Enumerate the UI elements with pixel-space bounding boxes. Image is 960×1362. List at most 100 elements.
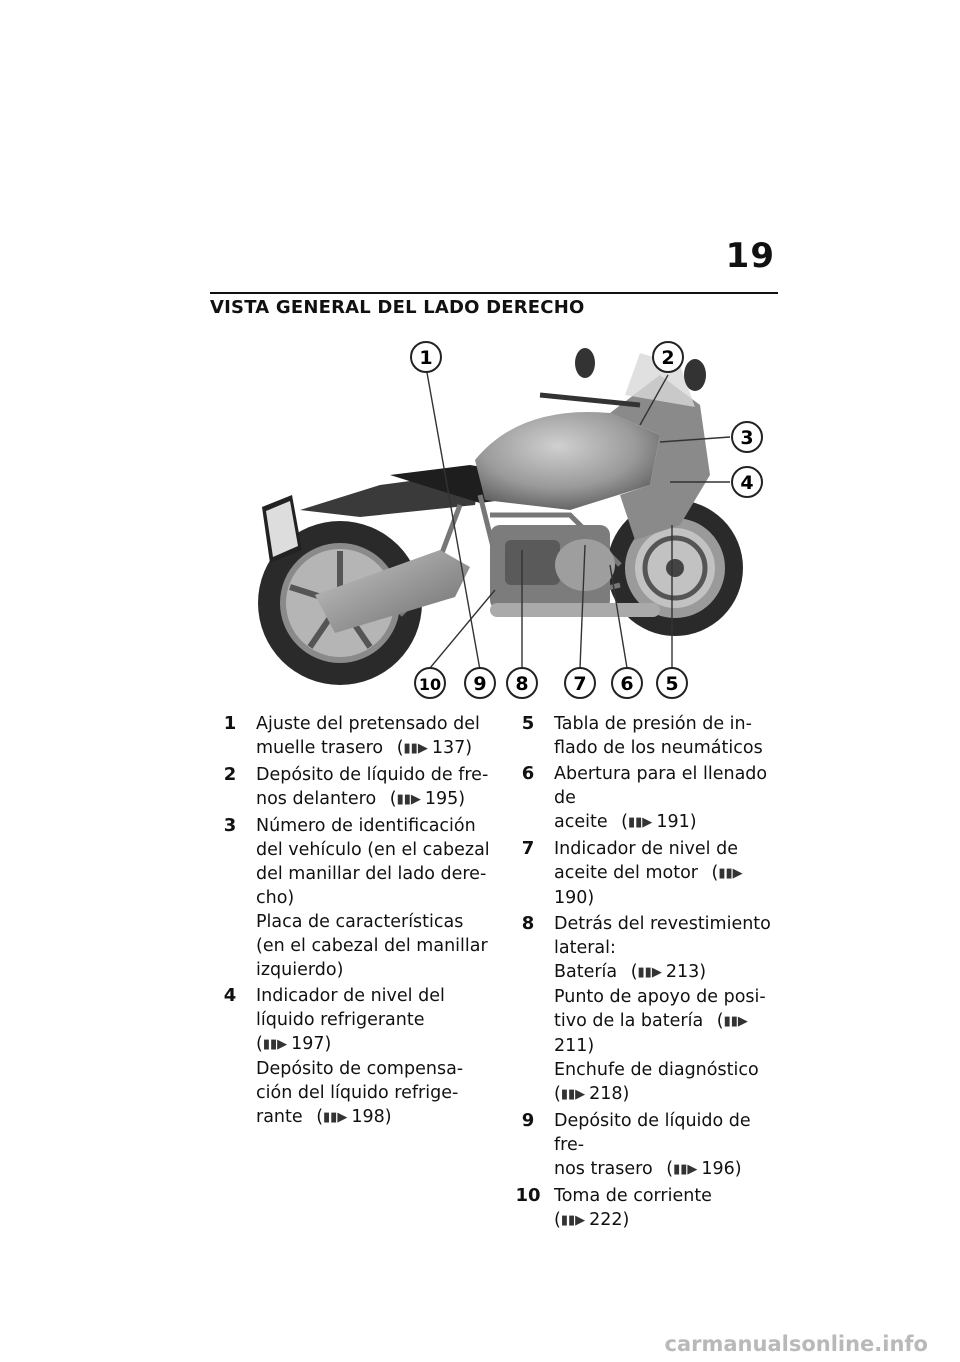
- page-reference[interactable]: 197: [291, 1034, 325, 1054]
- legend-line: cho): [256, 888, 295, 908]
- svg-text:1: 1: [419, 347, 432, 369]
- callout-4: 4: [731, 466, 763, 498]
- legend-line: Número de identificación: [256, 816, 476, 836]
- legend-line: (▮▮▶218): [554, 1082, 780, 1107]
- legend-number: 9: [521, 1110, 535, 1131]
- page-reference[interactable]: 198: [351, 1107, 385, 1127]
- legend-line: aceite (▮▮▶191): [554, 810, 780, 835]
- leader-lines: [425, 366, 731, 671]
- front-fairing: [610, 375, 710, 540]
- callout-2: 2: [652, 341, 684, 373]
- header-rule: [210, 292, 778, 294]
- legend-line: tivo de la batería (▮▮▶211): [554, 1011, 748, 1056]
- svg-text:6: 6: [620, 673, 633, 695]
- callout-10: 10: [414, 667, 446, 699]
- legend-number: 4: [223, 985, 237, 1006]
- watermark: carmanualsonline.info: [664, 1332, 928, 1356]
- page-reference[interactable]: 218: [589, 1084, 623, 1104]
- svg-text:8: 8: [515, 673, 528, 695]
- legend-line: Punto de apoyo de posi-: [554, 987, 766, 1007]
- legend-number: 1: [223, 713, 237, 734]
- legend-line: Batería (▮▮▶213): [554, 960, 780, 985]
- legend-line: Ajuste del pretensado del: [256, 714, 480, 734]
- page-reference-arrow-icon: ▮▮▶: [673, 1162, 698, 1177]
- page-reference[interactable]: 213: [665, 962, 700, 982]
- page-number: 19: [725, 236, 775, 276]
- legend-line: Indicador de nivel del: [256, 986, 445, 1006]
- callouts: 1 2 3 4 5 6 7 8 9 10: [410, 341, 763, 699]
- legend-line: del manillar del lado dere-: [256, 864, 487, 884]
- svg-text:10: 10: [419, 675, 441, 694]
- legend-line: Abertura para el llenado de: [554, 764, 768, 808]
- legend-line: del vehículo (en el cabezal: [256, 840, 490, 860]
- legend-number: 10: [515, 1185, 541, 1206]
- svg-text:7: 7: [573, 673, 586, 695]
- page-reference[interactable]: 137: [431, 738, 466, 758]
- legend-line: Depósito de líquido de fre-: [256, 765, 489, 785]
- legend-line: ción del líquido refrige-: [256, 1083, 459, 1103]
- legend-item-5: 5 Tabla de presión de in-flado de los neu…: [508, 712, 780, 760]
- page-reference[interactable]: 195: [424, 789, 459, 809]
- legend-line: Depósito de compensa-: [256, 1059, 464, 1079]
- legend-line: Detrás del revestimiento: [554, 914, 771, 934]
- legend-line: izquierdo): [256, 960, 344, 980]
- legend-line: Indicador de nivel de: [554, 839, 738, 859]
- page-reference[interactable]: 211: [554, 1036, 588, 1056]
- legend-line: (▮▮▶222): [554, 1208, 780, 1233]
- svg-text:9: 9: [473, 673, 486, 695]
- page-reference[interactable]: 222: [589, 1210, 623, 1230]
- page-reference-arrow-icon: ▮▮▶: [560, 1087, 586, 1102]
- legend-line: líquido refrigerante: [256, 1010, 425, 1030]
- legend-line: Tabla de presión de in-: [554, 714, 752, 734]
- page-reference-arrow-icon: ▮▮▶: [628, 815, 653, 830]
- legend-number: 8: [521, 913, 535, 934]
- page-reference-arrow-icon: ▮▮▶: [262, 1037, 288, 1052]
- exhaust: [315, 550, 470, 633]
- svg-text:2: 2: [661, 347, 674, 369]
- legend-item-4: 4 Indicador de nivel del líquido refrigera…: [210, 984, 490, 1130]
- callout-5: 5: [656, 667, 688, 699]
- license-plate: [262, 495, 302, 563]
- legend-number: 5: [521, 713, 535, 734]
- svg-text:4: 4: [740, 472, 753, 494]
- section-title: VISTA GENERAL DEL LADO DERECHO: [210, 297, 585, 318]
- legend-line: Toma de corriente: [554, 1186, 712, 1206]
- handlebar: [539, 392, 641, 408]
- legend-number: 7: [521, 838, 535, 859]
- legend-number: 6: [521, 763, 535, 784]
- page-reference[interactable]: 190: [554, 888, 588, 908]
- legend-right-column: 5 Tabla de presión de in-flado de los neu…: [508, 712, 780, 1235]
- legend-line: muelle trasero (▮▮▶137): [256, 736, 490, 761]
- callout-9: 9: [464, 667, 496, 699]
- page-reference[interactable]: 196: [701, 1159, 735, 1179]
- callout-7: 7: [564, 667, 596, 699]
- engine: [490, 525, 660, 617]
- page-reference-arrow-icon: ▮▮▶: [723, 1014, 748, 1029]
- svg-text:5: 5: [665, 673, 678, 695]
- page-reference-arrow-icon: ▮▮▶: [560, 1213, 586, 1228]
- legend-line: rante (▮▮▶198): [256, 1105, 490, 1130]
- legend-line: Depósito de líquido de fre-: [554, 1111, 751, 1155]
- callout-8: 8: [506, 667, 538, 699]
- legend-line: (en el cabezal del manillar: [256, 936, 488, 956]
- legend-number: 2: [223, 764, 237, 785]
- legend-line: Enchufe de diagnóstico: [554, 1060, 759, 1080]
- mirror-left: [575, 348, 595, 378]
- callout-1: 1: [410, 341, 442, 373]
- page-reference-arrow-icon: ▮▮▶: [637, 965, 662, 980]
- legend-line: flado de los neumáticos: [554, 738, 763, 758]
- legend-item-10: 10 Toma de corriente(▮▮▶222): [508, 1184, 780, 1233]
- callout-6: 6: [611, 667, 643, 699]
- callout-3: 3: [731, 421, 763, 453]
- page-reference[interactable]: 191: [656, 812, 690, 832]
- page-reference-arrow-icon: ▮▮▶: [396, 792, 421, 807]
- page-reference-arrow-icon: ▮▮▶: [403, 741, 428, 756]
- svg-text:3: 3: [740, 427, 753, 449]
